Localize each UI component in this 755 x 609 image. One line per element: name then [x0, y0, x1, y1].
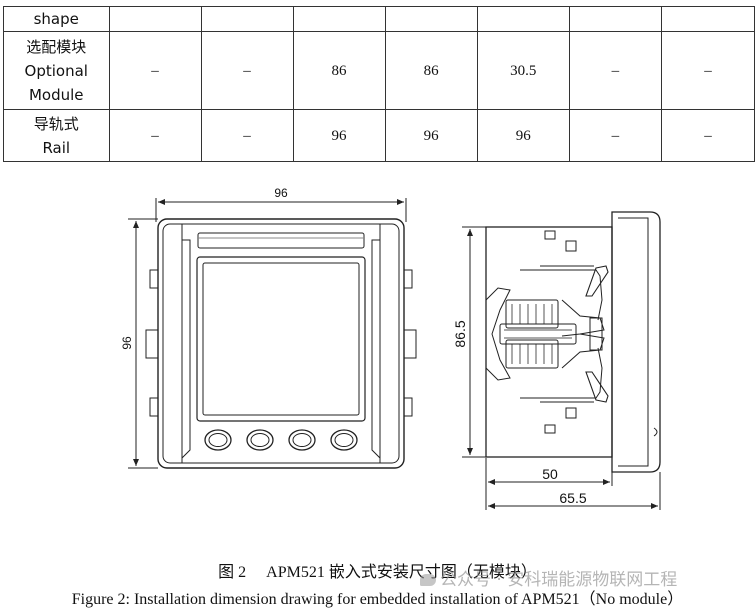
row-label-shape: shape [3, 6, 110, 32]
table-cell [292, 6, 386, 32]
table-row: 选配模块 Optional Module – – 86 86 30.5 – – [3, 31, 755, 110]
table-cell: – [108, 109, 202, 162]
table-cell: – [660, 109, 755, 162]
table-cell [568, 6, 662, 32]
table-cell: 86 [384, 31, 478, 110]
row-label-line: 导轨式 [33, 114, 79, 133]
row-label-optional-module: 选配模块 Optional Module [3, 31, 110, 110]
table-cell: 30.5 [476, 31, 570, 110]
caption-english: Figure 2: Installation dimension drawing… [71, 591, 684, 608]
watermark: 公众号 · 安科瑞能源物联网工程 [420, 565, 677, 590]
table-cell: 96 [476, 109, 570, 162]
dimension-drawing: 96 96 [120, 186, 661, 510]
row-label-rail: 导轨式 Rail [3, 109, 110, 162]
side-view [462, 211, 661, 473]
row-label-line: Module [28, 85, 84, 104]
side-depth-total-label: 65.5 [559, 490, 586, 506]
side-depth-inner-label: 50 [542, 466, 558, 482]
table-cell: 96 [384, 109, 478, 162]
watermark-text: 公众号 · 安科瑞能源物联网工程 [440, 570, 678, 590]
table-cell [108, 6, 202, 32]
table-row: 导轨式 Rail – – 96 96 96 – – [3, 109, 755, 162]
table-cell: – [660, 31, 755, 110]
side-bottom-dimensions [485, 458, 661, 510]
table-cell [200, 6, 294, 32]
table-cell: – [568, 31, 662, 110]
table-cell [476, 6, 570, 32]
table-cell: 86 [292, 31, 386, 110]
spec-table: shape 选配模块 Optional Module – – 86 86 30.… [3, 6, 755, 162]
table-cell [384, 6, 478, 32]
caption-chinese: 图 2 APM521 嵌入式安装尺寸图（无模块） [218, 564, 537, 581]
row-label-line: Optional [24, 61, 88, 80]
front-buttons [204, 429, 358, 451]
front-height-label: 96 [120, 336, 134, 350]
table-cell: – [200, 31, 294, 110]
table-cell: – [568, 109, 662, 162]
front-view [128, 198, 417, 469]
row-label-line: 选配模块 [26, 37, 87, 56]
table-cell: – [108, 31, 202, 110]
row-label-line: Rail [42, 138, 71, 157]
wechat-icon [420, 574, 436, 586]
row-label-line: shape [33, 10, 79, 28]
table-cell: – [200, 109, 294, 162]
table-row: shape [3, 6, 755, 32]
side-height-label: 86.5 [452, 320, 468, 347]
table-cell [660, 6, 755, 32]
front-width-label: 96 [274, 186, 288, 200]
table-cell: 96 [292, 109, 386, 162]
